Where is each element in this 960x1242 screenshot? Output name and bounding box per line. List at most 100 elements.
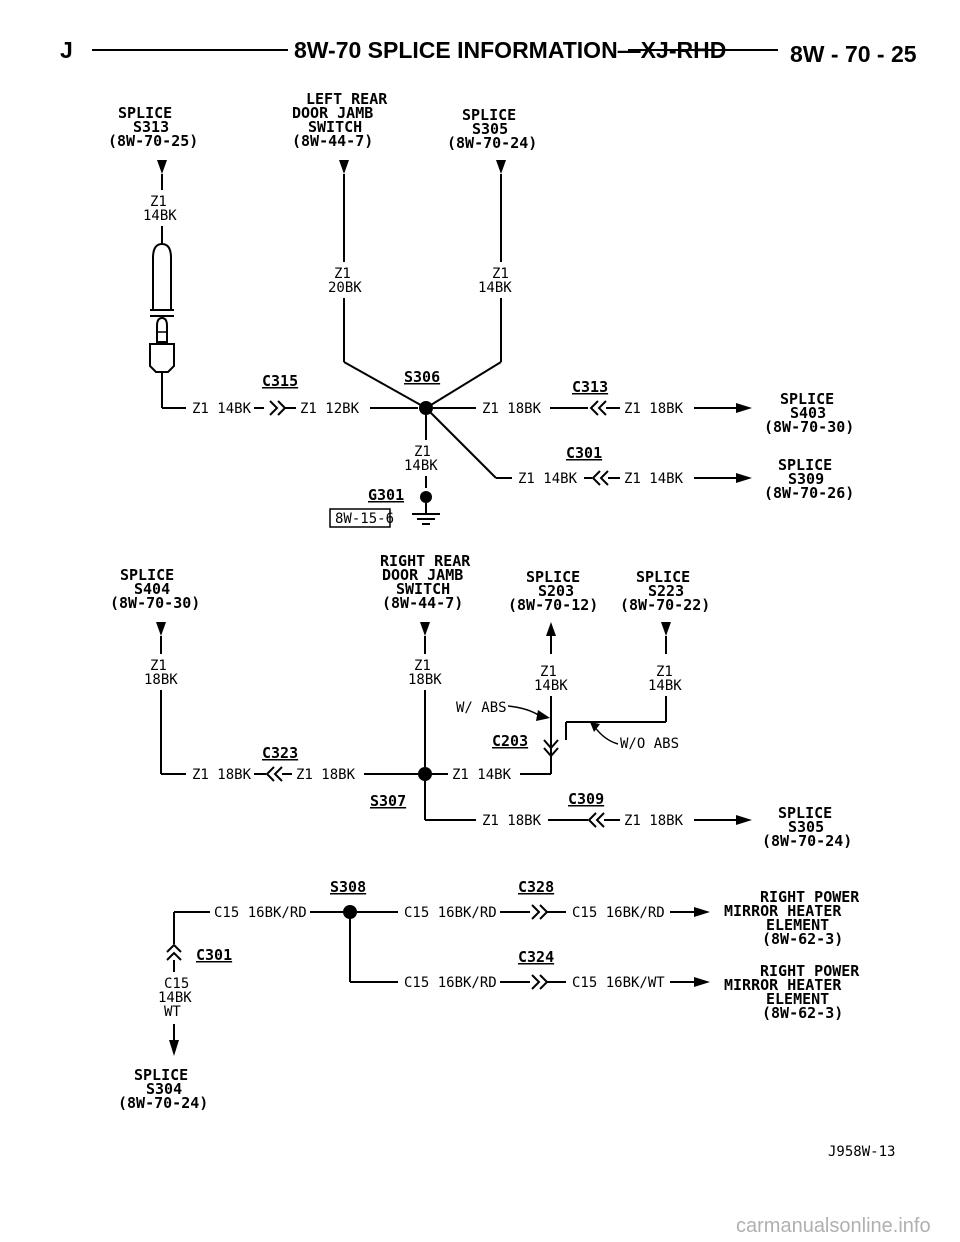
diagram-text: S203: [538, 582, 574, 600]
wire-s305-to-s306: [425, 361, 502, 409]
wire-c15-5: C15 16BK/WT: [572, 975, 665, 991]
connector-c315-symbol: [269, 400, 287, 416]
diagram-text: SPLICE: [134, 1066, 188, 1084]
diagram-text: SPLICE: [462, 106, 516, 124]
wire-z1-18bk-4: Z1 18BK: [296, 767, 356, 783]
wire-b-circuit: Z1: [334, 266, 351, 282]
wire-d-gauge: 18BK: [144, 672, 178, 688]
wire-lrjamb-to-s306: [343, 361, 427, 409]
diagram-text: MIRROR HEATER: [724, 902, 842, 920]
diagram-text: (8W-44-7): [382, 594, 463, 612]
wire-f-gauge: 14BK: [534, 678, 568, 694]
arrow-down-s313: [157, 160, 167, 174]
wire-c15-1: C15 16BK/RD: [214, 905, 307, 921]
diagram-text: DOOR JAMB: [292, 104, 373, 122]
arrow-right-s403: [736, 403, 752, 413]
wire-e-gauge: 18BK: [408, 672, 442, 688]
ground-eyelet: [420, 491, 432, 503]
figure-code: J958W-13: [828, 1144, 895, 1160]
connector-c301: C301: [566, 444, 602, 462]
diagram-text: (8W-70-24): [118, 1094, 208, 1112]
connector-c301-symbol: [591, 470, 609, 486]
splice-s203-label: SPLICE S203 (8W-70-12): [508, 568, 598, 614]
connector-body: [149, 343, 175, 373]
mirror-heater-2-label: RIGHT POWER MIRROR HEATER ELEMENT (8W-62…: [724, 962, 860, 1022]
wire-z1-14bk-4: Z1 14BK: [452, 767, 512, 783]
arrow-down-s305: [496, 160, 506, 174]
arrow-right-s305b: [736, 815, 752, 825]
diagram-text: (8W-70-30): [764, 418, 854, 436]
ground-wire-gauge: 14BK: [404, 458, 438, 474]
wire-c-circuit: Z1: [492, 266, 509, 282]
splice-s307-dot: [418, 767, 432, 781]
top-section: SPLICE S313 (8W-70-25) LEFT REAR DOOR JA…: [108, 90, 854, 528]
splice-s309-label: SPLICE S309 (8W-70-26): [764, 456, 854, 502]
diagram-text: SWITCH: [308, 118, 362, 136]
arrow-down-rrjamb: [420, 622, 430, 636]
connector-c313: C313: [572, 378, 608, 396]
ground-g301: G301: [368, 486, 404, 504]
vert-wire-circuit: C15: [164, 976, 189, 992]
diagram-text: (8W-62-3): [762, 1004, 843, 1022]
connector-c324-symbol: [531, 974, 549, 990]
vert-wire-color: WT: [164, 1004, 181, 1020]
connector-c323-symbol: [265, 766, 283, 782]
wire-d-circuit: Z1: [150, 658, 167, 674]
vert-wire-gauge: 14BK: [158, 990, 192, 1006]
mirror-heater-1-label: RIGHT POWER MIRROR HEATER ELEMENT (8W-62…: [724, 888, 860, 948]
arrow-right-s309: [736, 473, 752, 483]
arrow-down-s223: [661, 622, 671, 636]
diagram-text: S223: [648, 582, 684, 600]
connector-c324: C324: [518, 948, 554, 966]
connector-c309-symbol: [587, 812, 605, 828]
diagram-text: S305: [472, 120, 508, 138]
diagram-text: (8W-70-30): [110, 594, 200, 612]
diagram-text: S309: [788, 470, 824, 488]
middle-section: SPLICE S404 (8W-70-30) RIGHT REAR DOOR J…: [110, 552, 852, 850]
label-w-abs: W/ ABS: [456, 700, 507, 716]
connector-c328: C328: [518, 878, 554, 896]
wire-a-circuit: Z1: [150, 194, 167, 210]
diagram-text: (8W-44-7): [292, 132, 373, 150]
arrow-up-s304: [169, 1040, 179, 1056]
wire-z1-18bk-5: Z1 18BK: [482, 813, 542, 829]
arrow-right-mirror-2: [694, 977, 710, 987]
diagram-text: (8W-70-12): [508, 596, 598, 614]
wire-b-gauge: 20BK: [328, 280, 362, 296]
ref-box-text: 8W-15-6: [335, 511, 394, 527]
watermark: carmanualsonline.info: [736, 1215, 931, 1237]
left-rear-jamb-switch-label: LEFT REAR DOOR JAMB SWITCH (8W-44-7): [292, 90, 388, 150]
wire-f-circuit: Z1: [540, 664, 557, 680]
diagram-text: (8W-70-26): [764, 484, 854, 502]
wire-z1-14bk-2: Z1 14BK: [518, 471, 578, 487]
connector-c323: C323: [262, 744, 298, 762]
wire-z1-18bk-3: Z1 18BK: [192, 767, 252, 783]
diagram-text: S304: [146, 1080, 182, 1098]
diagram-text: RIGHT POWER: [760, 888, 860, 906]
diagram-text: S305: [788, 818, 824, 836]
ref-box-8w-15-6: [329, 508, 391, 528]
header-page: 8W - 70 - 25: [790, 41, 917, 67]
diagram-text: S404: [134, 580, 170, 598]
diagram-text: SWITCH: [396, 580, 450, 598]
connector-shell: [152, 242, 172, 311]
label-wo-abs: W/O ABS: [620, 736, 679, 752]
wire-c15-3: C15 16BK/RD: [572, 905, 665, 921]
splice-s404-label: SPLICE S404 (8W-70-30): [110, 566, 200, 612]
page-header: J 8W-70 SPLICE INFORMATION—XJ-RHD 8W - 7…: [60, 37, 917, 67]
diagram-text: RIGHT POWER: [760, 962, 860, 980]
connector-plug: [156, 316, 168, 343]
bottom-section: S308 C328 C15 16BK/RD C15 16BK/RD C15 16…: [118, 878, 860, 1112]
diagram-text: SPLICE: [636, 568, 690, 586]
wire-z1-14bk-left: Z1 14BK: [192, 401, 252, 417]
splice-s306: S306: [404, 368, 440, 386]
splice-s305-top-label: SPLICE S305 (8W-70-24): [447, 106, 537, 152]
header-left: J: [60, 37, 73, 63]
splice-s304-label: SPLICE S304 (8W-70-24): [118, 1066, 208, 1112]
splice-s308: S308: [330, 878, 366, 896]
diagram-text: SPLICE: [526, 568, 580, 586]
diagram-text: SPLICE: [778, 456, 832, 474]
connector-c313-symbol: [589, 400, 607, 416]
diagram-text: LEFT REAR: [306, 90, 388, 108]
